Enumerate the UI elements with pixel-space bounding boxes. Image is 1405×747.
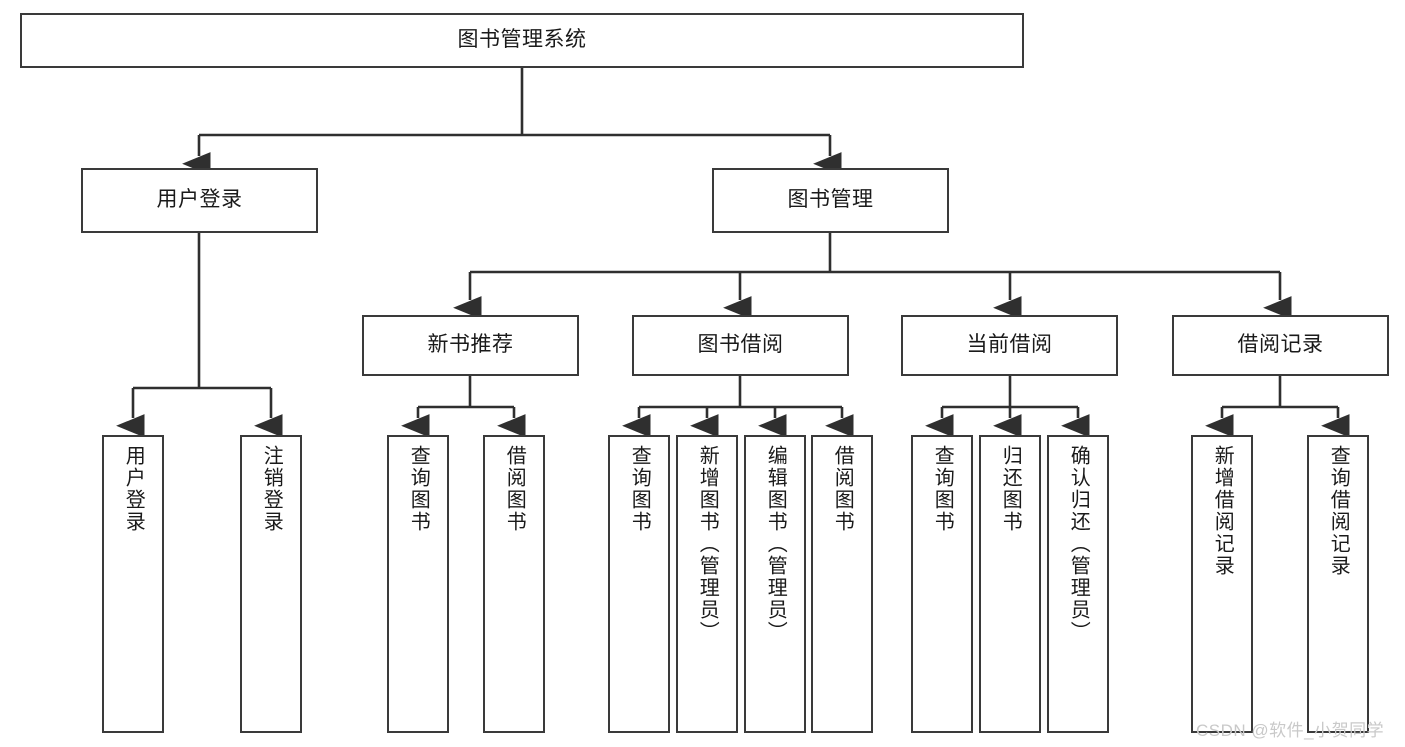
leaf-confirm-return-admin-label: 确认归还（管理员）: [1067, 445, 1090, 643]
leaf-edit-book-admin-label: 编辑图书（管理员）: [764, 445, 787, 643]
leaf-query-book-current[interactable]: 查询图书: [911, 435, 973, 733]
leaf-confirm-return-admin[interactable]: 确认归还（管理员）: [1047, 435, 1109, 733]
node-book-management[interactable]: 图书管理: [712, 168, 949, 233]
leaf-logout[interactable]: 注销登录: [240, 435, 302, 733]
leaf-query-book-borrow[interactable]: 查询图书: [608, 435, 670, 733]
node-book-borrow-label: 图书借阅: [697, 333, 784, 357]
leaf-query-borrow-record[interactable]: 查询借阅记录: [1307, 435, 1369, 733]
leaf-add-book-admin[interactable]: 新增图书（管理员）: [676, 435, 738, 733]
csdn-watermark: CSDN @软件_小贺同学: [1196, 721, 1385, 740]
node-current-borrow[interactable]: 当前借阅: [901, 315, 1118, 376]
leaf-query-book-recommend-label: 查询图书: [407, 445, 430, 533]
node-borrow-record-label: 借阅记录: [1237, 333, 1324, 357]
node-borrow-record[interactable]: 借阅记录: [1172, 315, 1389, 376]
leaf-return-book-label: 归还图书: [999, 445, 1022, 533]
leaf-user-login[interactable]: 用户登录: [102, 435, 164, 733]
leaf-borrow-book-recommend-label: 借阅图书: [503, 445, 526, 533]
leaf-add-borrow-record[interactable]: 新增借阅记录: [1191, 435, 1253, 733]
leaf-query-book-current-label: 查询图书: [931, 445, 954, 533]
node-user-login-label: 用户登录: [156, 188, 243, 212]
leaf-logout-label: 注销登录: [260, 445, 283, 533]
leaf-edit-book-admin[interactable]: 编辑图书（管理员）: [744, 435, 806, 733]
node-current-borrow-label: 当前借阅: [966, 333, 1053, 357]
node-book-management-label: 图书管理: [787, 188, 874, 212]
leaf-return-book[interactable]: 归还图书: [979, 435, 1041, 733]
leaf-borrow-book[interactable]: 借阅图书: [811, 435, 873, 733]
leaf-add-book-admin-label: 新增图书（管理员）: [696, 445, 719, 643]
leaf-query-borrow-record-label: 查询借阅记录: [1327, 445, 1350, 577]
leaf-borrow-book-label: 借阅图书: [831, 445, 854, 533]
node-root[interactable]: 图书管理系统: [20, 13, 1024, 68]
node-root-label: 图书管理系统: [457, 28, 587, 52]
node-new-book-recommend[interactable]: 新书推荐: [362, 315, 579, 376]
node-new-book-recommend-label: 新书推荐: [427, 333, 514, 357]
leaf-query-book-recommend[interactable]: 查询图书: [387, 435, 449, 733]
leaf-user-login-label: 用户登录: [122, 445, 145, 533]
leaf-query-book-borrow-label: 查询图书: [628, 445, 651, 533]
leaf-borrow-book-recommend[interactable]: 借阅图书: [483, 435, 545, 733]
node-book-borrow[interactable]: 图书借阅: [632, 315, 849, 376]
leaf-add-borrow-record-label: 新增借阅记录: [1211, 445, 1234, 577]
node-user-login[interactable]: 用户登录: [81, 168, 318, 233]
